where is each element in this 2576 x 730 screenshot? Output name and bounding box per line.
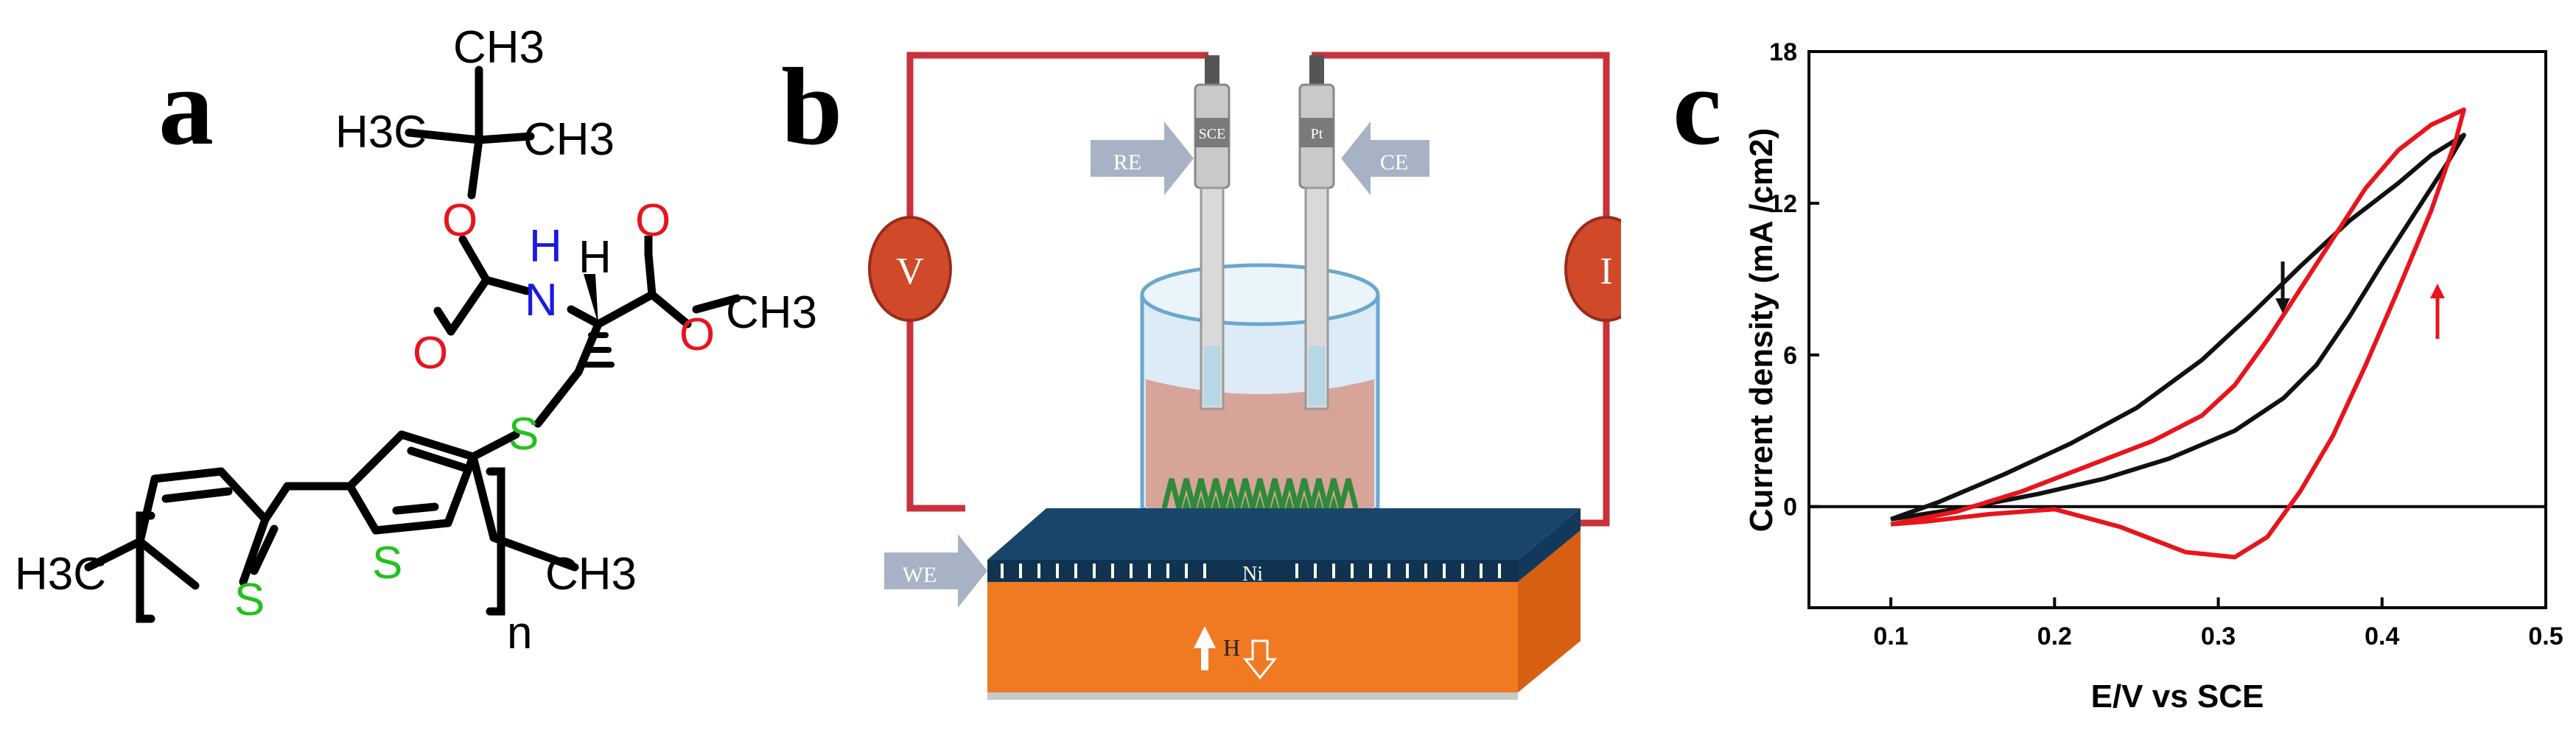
substrate-block: Ni H (987, 508, 1581, 700)
atom-sulfur-ring1: S (234, 575, 265, 625)
atom-sulfur-thioether: S (508, 409, 539, 460)
atom-ch3-top: CH3 (453, 22, 545, 73)
counter-electrode: Pt (1298, 55, 1335, 410)
atom-sulfur-ring2: S (372, 538, 402, 589)
voltmeter-label: V (896, 250, 924, 292)
atom-oxygen-ester: O (442, 195, 477, 246)
molecule-bonds (84, 66, 741, 623)
atom-alpha-hydrogen: H (578, 232, 612, 283)
atom-nh-hydrogen: H (529, 221, 562, 272)
molecule-atoms: CH3 H3C CH3 O O O O CH3 H N H S S S H3C … (15, 22, 817, 659)
x-tick-label: 0.2 (2037, 622, 2072, 650)
h-up-arrow (1194, 626, 1216, 670)
atom-oxygen-methoxy: O (679, 309, 715, 360)
plot-frame (1807, 50, 2547, 609)
molecule-structure: a (15, 22, 817, 659)
x-tick-label: 0.1 (1873, 622, 1908, 650)
cv-curve-red (1890, 107, 2466, 560)
atom-h3c-end: H3C (15, 549, 106, 600)
voltmeter: V (868, 216, 952, 322)
panel-c-chart: c 0.1 0.2 0.3 0.4 0.5 0 6 12 18 E/V vs SCE Curre… (1621, 0, 2576, 730)
ammeter: I (1564, 216, 1621, 322)
ammeter-label: I (1600, 250, 1612, 292)
atom-ch3-end: CH3 (545, 549, 637, 600)
y-tick-label: 6 (1783, 342, 1797, 370)
h-down-arrow (1242, 639, 1278, 680)
panel-b-schematic: b V I SC (781, 0, 1621, 730)
x-tick-label: 0.4 (2365, 622, 2399, 650)
x-tick-label: 0.5 (2528, 622, 2563, 650)
ni-label: Ni (1242, 563, 1263, 586)
re-label: RE (1113, 150, 1141, 175)
series-group (1890, 107, 2466, 560)
we-arrow: WE (884, 534, 987, 608)
y-axis-label: Current density (mA /cm2) (1743, 128, 1779, 532)
y-tick-label: 18 (1769, 38, 1797, 66)
y-tick-label: 12 (1769, 190, 1797, 218)
atom-nitrogen: N (525, 275, 558, 326)
atom-oxygen-carbonyl-right: O (635, 195, 671, 246)
axis-ticks: 0.1 0.2 0.3 0.4 0.5 0 6 12 18 (1769, 38, 2563, 650)
ce-label: CE (1380, 150, 1408, 175)
reference-electrode: SCE (1194, 55, 1231, 410)
cv-curve-black (1890, 133, 2466, 522)
sce-label: SCE (1199, 126, 1226, 142)
we-label: WE (903, 563, 937, 587)
cell-schematic: b V I SC (781, 46, 1621, 700)
atom-methyl-ester: CH3 (726, 287, 817, 338)
panel-label-b: b (781, 46, 842, 168)
scan-direction-arrows (2275, 262, 2445, 339)
panel-label-c: c (1673, 46, 1722, 168)
red-up-arrowhead (2430, 284, 2445, 298)
x-axis-label: E/V vs SCE (2091, 678, 2264, 715)
repeat-subscript-n: n (507, 608, 532, 659)
atom-oxygen-carbonyl-left: O (413, 328, 448, 379)
atom-ch3-right: CH3 (523, 114, 615, 165)
atom-h3c-left: H3C (335, 107, 427, 158)
cv-chart: c 0.1 0.2 0.3 0.4 0.5 0 6 12 18 E/V vs SCE Curre… (1673, 38, 2563, 715)
panel-a-structure: a (0, 0, 855, 730)
stereo-wedge (584, 274, 598, 324)
magnetization-arrows (1001, 564, 1501, 578)
x-tick-label: 0.3 (2201, 622, 2236, 650)
re-arrow: RE (1091, 122, 1194, 195)
ce-arrow: CE (1341, 122, 1429, 195)
pt-label: Pt (1311, 126, 1323, 142)
panel-label-a: a (158, 46, 214, 168)
black-down-arrowhead (2275, 298, 2290, 313)
beaker (1140, 263, 1380, 533)
h-field-label: H (1223, 634, 1240, 661)
y-tick-label: 0 (1783, 494, 1797, 522)
